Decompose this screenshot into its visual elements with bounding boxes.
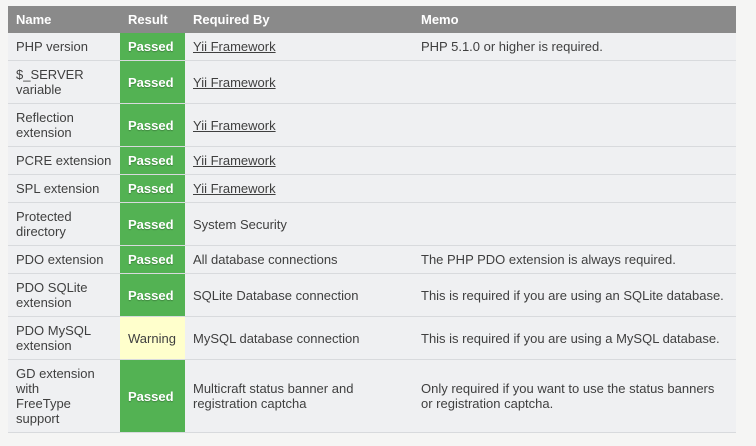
result-status-badge: Warning xyxy=(120,316,185,360)
requirement-name-cell: PHP version xyxy=(8,33,120,61)
column-header-result: Result xyxy=(120,6,185,33)
result-status-badge: Passed xyxy=(120,103,185,147)
requirements-table-body: PHP version Passed Yii Framework PHP 5.1… xyxy=(8,33,736,433)
memo-cell xyxy=(413,174,736,203)
table-row: Protected directory Passed System Securi… xyxy=(8,202,736,246)
column-header-name: Name xyxy=(8,6,120,33)
required-by-cell: System Security xyxy=(185,202,413,246)
table-header-row: Name Result Required By Memo xyxy=(8,6,736,33)
table-row: GD extension with FreeType support Passe… xyxy=(8,359,736,433)
required-by-cell: MySQL database connection xyxy=(185,316,413,360)
table-row: Reflection extension Passed Yii Framewor… xyxy=(8,103,736,147)
column-header-required-by: Required By xyxy=(185,6,413,33)
requirement-name-cell: PDO MySQL extension xyxy=(8,316,120,360)
required-by-cell: SQLite Database connection xyxy=(185,273,413,317)
result-status-badge: Passed xyxy=(120,245,185,274)
requirement-name-cell: PDO extension xyxy=(8,245,120,274)
requirement-name-cell: SPL extension xyxy=(8,174,120,203)
requirement-name-cell: GD extension with FreeType support xyxy=(8,359,120,433)
memo-cell xyxy=(413,60,736,104)
requirement-name-cell: PDO SQLite extension xyxy=(8,273,120,317)
table-row: SPL extension Passed Yii Framework xyxy=(8,174,736,203)
memo-cell: This is required if you are using a MySQ… xyxy=(413,316,736,360)
table-row: PCRE extension Passed Yii Framework xyxy=(8,146,736,175)
required-by-cell: Yii Framework xyxy=(185,146,413,175)
table-row: $_SERVER variable Passed Yii Framework xyxy=(8,60,736,104)
result-status-badge: Passed xyxy=(120,202,185,246)
column-header-memo: Memo xyxy=(413,6,736,33)
required-by-cell: All database connections xyxy=(185,245,413,274)
result-status-badge: Passed xyxy=(120,33,185,61)
result-status-badge: Passed xyxy=(120,174,185,203)
requirement-name-cell: Reflection extension xyxy=(8,103,120,147)
memo-cell: The PHP PDO extension is always required… xyxy=(413,245,736,274)
requirements-table: Name Result Required By Memo PHP version… xyxy=(8,6,736,433)
memo-cell xyxy=(413,103,736,147)
required-by-link[interactable]: Yii Framework xyxy=(193,117,276,133)
table-row: PDO MySQL extension Warning MySQL databa… xyxy=(8,316,736,360)
required-by-cell: Yii Framework xyxy=(185,174,413,203)
result-status-badge: Passed xyxy=(120,359,185,433)
required-by-link[interactable]: Yii Framework xyxy=(193,153,276,168)
memo-cell: PHP 5.1.0 or higher is required. xyxy=(413,33,736,61)
required-by-link[interactable]: Yii Framework xyxy=(193,39,276,54)
requirement-name-cell: Protected directory xyxy=(8,202,120,246)
required-by-cell: Multicraft status banner and registratio… xyxy=(185,359,413,433)
requirement-name-cell: PCRE extension xyxy=(8,146,120,175)
required-by-cell: Yii Framework xyxy=(185,60,413,104)
table-row: PHP version Passed Yii Framework PHP 5.1… xyxy=(8,33,736,61)
required-by-cell: Yii Framework xyxy=(185,103,413,147)
memo-cell: This is required if you are using an SQL… xyxy=(413,273,736,317)
required-by-cell: Yii Framework xyxy=(185,33,413,61)
memo-cell xyxy=(413,202,736,246)
result-status-badge: Passed xyxy=(120,60,185,104)
memo-cell: Only required if you want to use the sta… xyxy=(413,359,736,433)
table-row: PDO SQLite extension Passed SQLite Datab… xyxy=(8,273,736,317)
memo-cell xyxy=(413,146,736,175)
required-by-link[interactable]: Yii Framework xyxy=(193,74,276,90)
result-status-badge: Passed xyxy=(120,273,185,317)
required-by-link[interactable]: Yii Framework xyxy=(193,181,276,196)
result-status-badge: Passed xyxy=(120,146,185,175)
table-row: PDO extension Passed All database connec… xyxy=(8,245,736,274)
requirement-name-cell: $_SERVER variable xyxy=(8,60,120,104)
